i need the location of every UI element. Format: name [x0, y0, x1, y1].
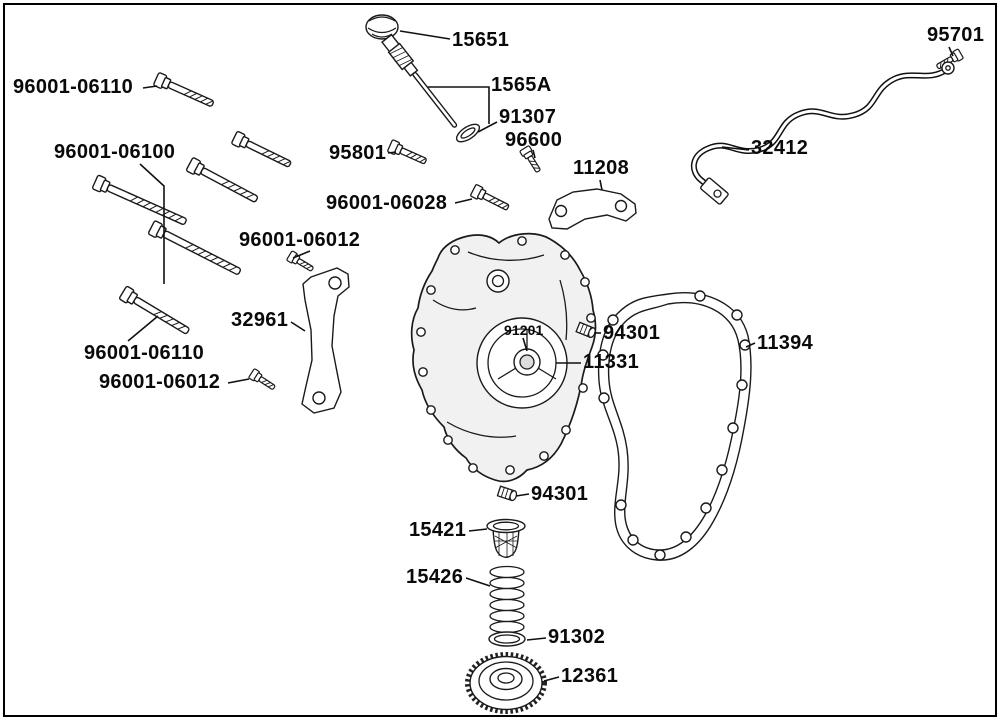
- leader-96001-06100: [139, 163, 165, 284]
- part-bolt-96001-06110-top: [152, 71, 217, 112]
- leader-96600: [532, 149, 536, 159]
- part-bolt-96001-06012-bottom: [247, 367, 278, 394]
- part-label-15421: 15421: [409, 519, 467, 541]
- part-label-11208: 11208: [573, 157, 630, 179]
- part-cap-12361: [465, 652, 547, 714]
- leader-11208: [599, 179, 603, 191]
- part-label-11394: 11394: [757, 332, 814, 354]
- leader-91201: [522, 337, 528, 352]
- part-label-94301-bottom: 94301: [531, 483, 589, 505]
- part-bracket-32961: [301, 267, 350, 414]
- part-bolt-96001-06110-bottom: [118, 285, 193, 339]
- leader-96001-06110-b: [127, 315, 159, 342]
- leader-95701: [948, 46, 954, 57]
- part-label-96600: 96600: [505, 129, 563, 151]
- part-dowel-94301-bottom: [496, 485, 519, 502]
- part-bolt-95801: [386, 138, 429, 168]
- leader-96001-06012-b: [227, 378, 250, 384]
- part-bracket-11208: [548, 188, 637, 230]
- part-label-96001-06110-bottom: 96001-06110: [84, 342, 205, 364]
- leader-91302: [526, 637, 547, 641]
- part-dipstick-15651: [365, 14, 458, 128]
- leader-lines: [127, 30, 954, 682]
- leader-95801: [387, 151, 397, 154]
- gasket-bolt-holes: [597, 290, 751, 561]
- part-cable-32412: [690, 61, 955, 205]
- part-oil-seal-91201: [513, 348, 541, 376]
- leader-15421: [468, 528, 488, 532]
- leader-32961: [290, 321, 306, 332]
- part-label-15651: 15651: [452, 29, 510, 51]
- part-gasket-11394: [597, 290, 752, 561]
- part-oil-strainer-15421: [486, 518, 526, 558]
- leader-15426: [465, 577, 491, 587]
- part-label-95701: 95701: [927, 24, 985, 46]
- part-label-91201: 91201: [504, 322, 544, 338]
- leader-11394: [745, 342, 756, 348]
- part-label-12361: 12361: [561, 665, 619, 687]
- part-oring-91307: [455, 123, 481, 143]
- part-label-11331: 11331: [583, 351, 640, 373]
- part-label-96001-06012-top: 96001-06012: [239, 229, 361, 251]
- part-label-96001-06110-top: 96001-06110: [13, 76, 134, 98]
- leader-94301-b: [515, 493, 530, 497]
- part-bolt-96001-06028: [469, 183, 512, 215]
- part-label-91302: 91302: [548, 626, 606, 648]
- part-label-1565A: 1565A: [491, 74, 552, 96]
- leader-96001-06012-a: [292, 250, 311, 259]
- cover-bolt-holes: [416, 236, 596, 475]
- part-label-96001-06028: 96001-06028: [326, 192, 448, 214]
- part-label-96001-06100: 96001-06100: [54, 141, 176, 163]
- leader-32412: [721, 146, 750, 151]
- leader-96001-06028: [454, 198, 473, 204]
- part-oring-91302: [488, 631, 526, 647]
- part-label-95801: 95801: [329, 142, 387, 164]
- part-spring-15426: [489, 565, 525, 634]
- leader-15651: [399, 30, 451, 40]
- leader-1565A: [428, 86, 490, 124]
- part-label-91307: 91307: [499, 106, 557, 128]
- part-label-32961: 32961: [231, 309, 289, 331]
- leader-12361: [543, 676, 560, 682]
- part-label-96001-06012-bottom: 96001-06012: [99, 371, 221, 393]
- leader-91307: [477, 121, 498, 133]
- part-label-32412: 32412: [751, 137, 809, 159]
- part-label-94301-top: 94301: [603, 322, 661, 344]
- part-crankcase-cover-11331: [410, 232, 597, 483]
- part-label-15426: 15426: [406, 566, 464, 588]
- leader-96001-06110-a: [142, 85, 158, 89]
